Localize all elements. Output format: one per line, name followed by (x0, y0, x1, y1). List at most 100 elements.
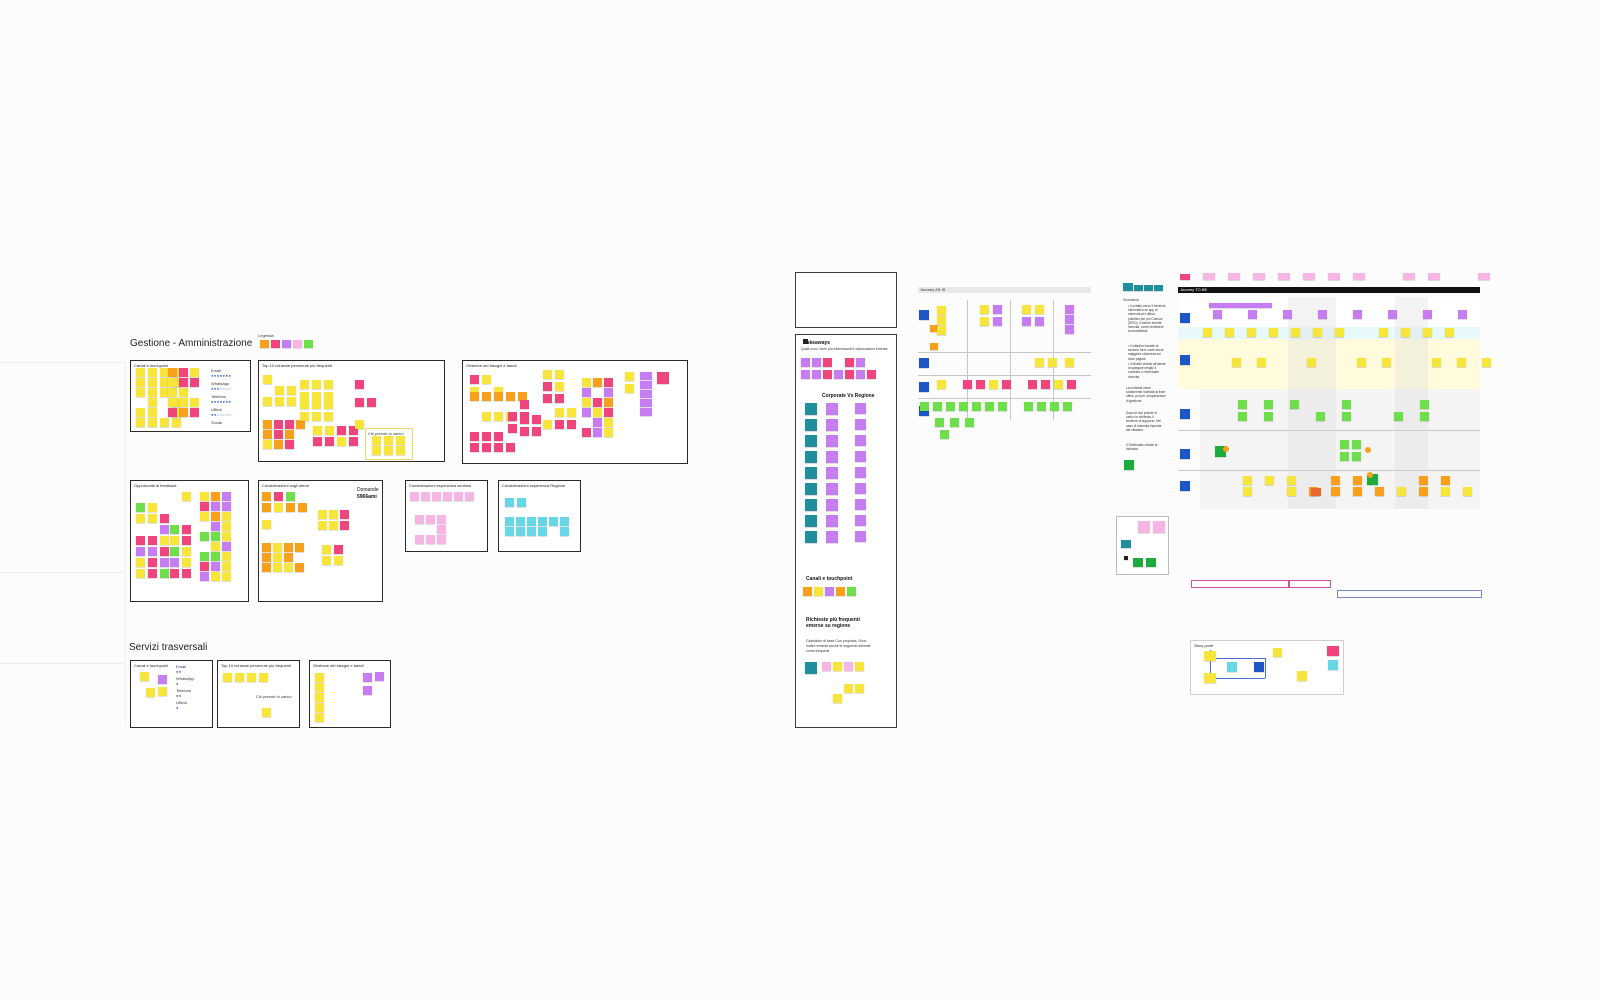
sticky-note[interactable] (826, 451, 838, 463)
sticky-note[interactable] (136, 569, 145, 578)
sticky-note[interactable] (1441, 476, 1450, 485)
sticky-note[interactable] (285, 420, 294, 429)
sticky-note[interactable] (1403, 273, 1415, 280)
sticky-note[interactable] (1180, 449, 1190, 459)
sticky-note[interactable] (1273, 648, 1282, 657)
sticky-note[interactable] (520, 427, 529, 436)
sticky-note[interactable] (855, 419, 866, 430)
sticky-note[interactable] (313, 426, 322, 435)
sticky-note[interactable] (470, 392, 479, 401)
sticky-note[interactable] (980, 305, 989, 314)
sticky-note[interactable] (1482, 358, 1491, 367)
sticky-note[interactable] (312, 400, 321, 409)
sticky-note[interactable] (1121, 540, 1131, 548)
sticky-note[interactable] (582, 408, 591, 417)
sticky-note[interactable] (998, 402, 1007, 411)
sticky-note[interactable] (287, 397, 296, 406)
sticky-note[interactable] (805, 499, 817, 511)
sticky-note[interactable] (1203, 328, 1212, 337)
sticky-note[interactable] (211, 562, 220, 571)
sticky-note[interactable] (293, 340, 302, 348)
sticky-note[interactable] (235, 673, 244, 682)
sticky-note[interactable] (560, 517, 569, 526)
sticky-note[interactable] (1478, 273, 1490, 280)
board-serv-top10[interactable]: Top 10 richieste pervenute più frequenti (217, 660, 300, 728)
sticky-note[interactable] (826, 499, 838, 511)
sticky-note[interactable] (1357, 358, 1366, 367)
sticky-note[interactable] (325, 437, 334, 446)
sticky-note[interactable] (287, 386, 296, 395)
sticky-note[interactable] (170, 569, 179, 578)
sticky-note[interactable] (1257, 358, 1266, 367)
sticky-note[interactable] (363, 686, 372, 695)
sticky-note[interactable] (211, 512, 220, 521)
sticky-note[interactable] (136, 368, 145, 377)
sticky-note[interactable] (834, 370, 843, 379)
sticky-note[interactable] (549, 517, 558, 526)
sticky-note[interactable] (812, 370, 821, 379)
sticky-note[interactable] (625, 372, 634, 381)
sticky-note[interactable] (1420, 412, 1429, 421)
sticky-note[interactable] (847, 587, 856, 596)
sticky-note[interactable] (437, 535, 446, 544)
sticky-note[interactable] (1050, 402, 1059, 411)
sticky-note[interactable] (826, 515, 838, 527)
sticky-note[interactable] (470, 443, 479, 452)
sticky-note[interactable] (1264, 412, 1273, 421)
sticky-note[interactable] (415, 515, 424, 524)
sticky-note[interactable] (805, 531, 817, 543)
sticky-note[interactable] (470, 375, 479, 384)
sticky-note[interactable] (1401, 328, 1410, 337)
sticky-note[interactable] (168, 398, 177, 407)
sticky-note[interactable] (222, 572, 231, 581)
sticky-note[interactable] (604, 408, 613, 417)
sticky-note[interactable] (275, 397, 284, 406)
sticky-note[interactable] (494, 432, 503, 441)
sticky-note[interactable] (508, 412, 517, 421)
sticky-note[interactable] (976, 380, 985, 389)
sticky-note[interactable] (182, 569, 191, 578)
sticky-note[interactable] (211, 552, 220, 561)
sticky-note[interactable] (222, 562, 231, 571)
sticky-note[interactable] (517, 498, 526, 507)
sticky-note[interactable] (833, 694, 842, 703)
sticky-note[interactable] (182, 558, 191, 567)
sticky-note[interactable] (593, 408, 602, 417)
sticky-note[interactable] (1054, 380, 1063, 389)
sticky-note[interactable] (426, 515, 435, 524)
sticky-note[interactable] (160, 558, 169, 567)
sticky-note[interactable] (273, 563, 282, 572)
sticky-note[interactable] (274, 420, 283, 429)
sticky-note[interactable] (172, 418, 181, 427)
sticky-note[interactable] (136, 514, 145, 523)
sticky-note[interactable] (222, 502, 231, 511)
sticky-note[interactable] (286, 492, 295, 501)
sticky-note[interactable] (1423, 310, 1432, 319)
sticky-note[interactable] (826, 435, 838, 447)
sticky-note[interactable] (1243, 487, 1252, 496)
sticky-note[interactable] (182, 492, 191, 501)
sticky-note[interactable] (494, 392, 503, 401)
sticky-note[interactable] (640, 399, 652, 407)
sticky-note[interactable] (937, 380, 946, 389)
sticky-note[interactable] (470, 387, 479, 396)
sticky-note[interactable] (989, 380, 998, 389)
sticky-note[interactable] (1238, 412, 1247, 421)
sticky-note[interactable] (805, 435, 817, 447)
sticky-note[interactable] (465, 492, 474, 501)
sticky-note[interactable] (274, 492, 283, 501)
sticky-note[interactable] (179, 368, 188, 377)
sticky-note[interactable] (833, 662, 842, 671)
sticky-note[interactable] (593, 418, 602, 427)
sticky-note[interactable] (322, 545, 331, 554)
sticky-note[interactable] (136, 536, 145, 545)
sticky-note[interactable] (223, 673, 232, 682)
sticky-note[interactable] (950, 418, 959, 427)
sticky-note[interactable] (334, 545, 343, 554)
sticky-note[interactable] (286, 503, 295, 512)
sticky-note[interactable] (508, 424, 517, 433)
sticky-note[interactable] (136, 418, 145, 427)
sticky-note[interactable] (805, 419, 817, 431)
sticky-note[interactable] (1180, 409, 1190, 419)
sticky-note[interactable] (856, 370, 865, 379)
